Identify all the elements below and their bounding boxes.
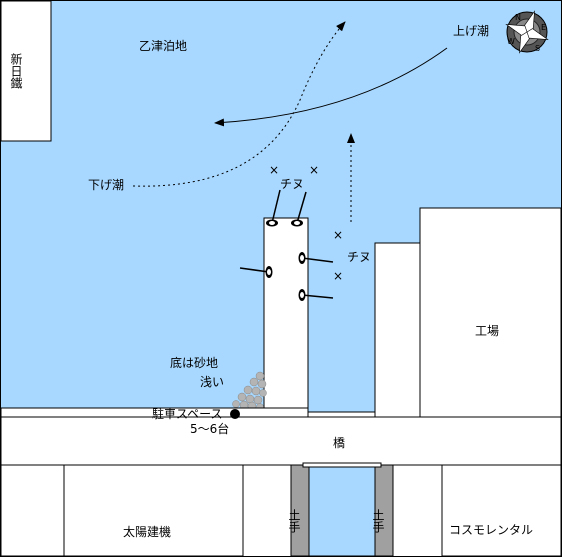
- taiyo-kenki-label: 太陽建機: [123, 524, 171, 539]
- rising-tide-label: 上げ潮: [453, 23, 489, 38]
- svg-text:新日鐵: 新日鐵: [9, 52, 23, 90]
- svg-text:土手: 土手: [287, 509, 301, 533]
- falling-tide-label: 下げ潮: [88, 177, 124, 192]
- embankment-right-label: 土手: [371, 509, 385, 533]
- river-mouth-line: [307, 411, 376, 418]
- fish-point-marker: ×: [333, 228, 343, 242]
- parking-capacity-label: 5～6台: [190, 421, 229, 436]
- parking-marker: [230, 409, 240, 419]
- angler-icon: [239, 266, 273, 278]
- compass-rose-icon: N E S W: [505, 10, 549, 54]
- svg-text:土手: 土手: [371, 509, 385, 533]
- chinu-label-1: チヌ: [280, 177, 304, 191]
- fish-point-marker: ×: [333, 269, 343, 283]
- svg-text:S: S: [535, 44, 540, 53]
- cosmo-rental-label: コスモレンタル: [449, 523, 533, 537]
- fish-point-marker: ×: [269, 163, 279, 177]
- svg-text:N: N: [515, 13, 521, 22]
- otsu-anchorage-label: 乙津泊地: [139, 39, 187, 53]
- svg-text:W: W: [507, 37, 515, 46]
- river: [308, 464, 376, 557]
- fish-point-marker: ×: [309, 163, 319, 177]
- cosmo-rental-block: [441, 464, 562, 557]
- angler-icon: [291, 191, 307, 227]
- factory-land: [419, 207, 562, 419]
- parking-label: 駐車スペース: [152, 406, 223, 421]
- angler-icon: [298, 252, 334, 264]
- bottom-left-block: [0, 464, 65, 557]
- shinnittetsu-block: [0, 0, 52, 142]
- sandy-bottom-label: 底は砂地: [170, 355, 218, 370]
- factory-side-land: [374, 242, 421, 419]
- embankment-left-label: 土手: [287, 509, 301, 533]
- chinu-label-2: チヌ: [347, 250, 371, 264]
- factory-label: 工場: [475, 324, 499, 338]
- falling-tide-arrow: [132, 21, 346, 187]
- shinnittetsu-label: 新日鐵: [9, 52, 23, 90]
- river-bridge-edge: [302, 462, 382, 468]
- bridge-label: 橋: [333, 436, 345, 450]
- taiyo-kenki-block: [63, 464, 244, 557]
- rising-tide-arrow: [214, 47, 448, 127]
- road: [0, 416, 562, 466]
- angler-icon: [266, 189, 281, 227]
- pier: [263, 217, 309, 419]
- svg-text:E: E: [541, 23, 546, 32]
- angler-icon: [298, 289, 334, 301]
- shallow-label: 浅い: [200, 375, 224, 389]
